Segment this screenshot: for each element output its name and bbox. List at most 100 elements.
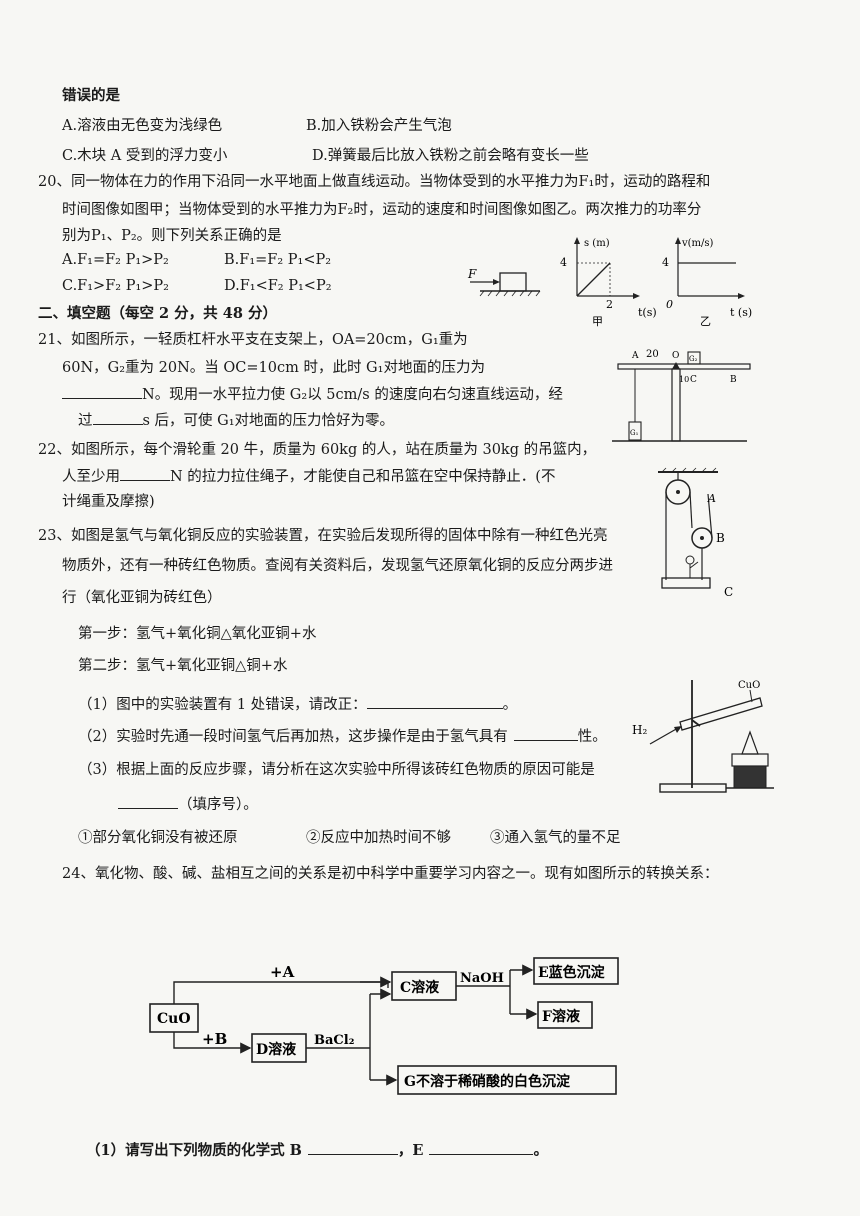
jia-y-tick: 4 bbox=[560, 256, 567, 269]
label-a: A bbox=[631, 351, 639, 361]
q23-choice-1: ①部分氧化铜没有被还原 bbox=[78, 830, 238, 846]
h2-label: H₂ bbox=[632, 723, 647, 737]
q20-option-d: D.F₁<F₂ P₁<P₂ bbox=[224, 278, 332, 294]
q22-line2: 人至少用 N 的拉力拉住绳子，才能使自己和吊篮在空中保持静止．(不 bbox=[62, 466, 555, 487]
g1-block bbox=[628, 421, 642, 441]
q23-sub2-post: 性。 bbox=[577, 729, 607, 745]
plus-b-label: +B bbox=[202, 1030, 227, 1048]
q24-flow-diagram: CuO +A C溶液 +B D溶液 BaCl₂ G不溶于稀硝酸的白色沉淀 NaO… bbox=[149, 957, 619, 1095]
q22-line2-pre: 人至少用 bbox=[62, 469, 120, 485]
q21-line4: 过 s 后，可使 G₁对地面的压力恰好为零。 bbox=[78, 410, 394, 431]
q21-line3: N。现用一水平拉力使 G₂以 5cm/s 的速度向右匀速直线运动，经 bbox=[62, 384, 563, 405]
yi-x-label: t (s) bbox=[730, 306, 752, 319]
q22-pulley-figure: A B C bbox=[658, 467, 733, 599]
q23-sub1: （1）图中的实验装置有 1 处错误，请改正： 。 bbox=[78, 694, 517, 715]
q20-option-a: A.F₁=F₂ P₁>P₂ bbox=[62, 252, 169, 268]
q23-blank-1[interactable] bbox=[366, 694, 503, 709]
label-b: B bbox=[716, 531, 725, 545]
q22-blank[interactable] bbox=[120, 466, 170, 481]
jia-line bbox=[576, 262, 611, 297]
q23-sub1-pre: （1）图中的实验装置有 1 处错误，请改正： bbox=[78, 697, 367, 713]
jia-x-tick: 2 bbox=[606, 298, 613, 311]
jia-x-label: t(s) bbox=[638, 306, 657, 319]
yi-origin: 0 bbox=[666, 298, 673, 311]
q23-line3: 行（氧化亚铜为砖红色） bbox=[62, 590, 222, 606]
q23-choice-3: ③通入氢气的量不足 bbox=[490, 830, 621, 846]
label-a: A bbox=[707, 492, 716, 505]
q21-line4-post: s 后，可使 G₁对地面的压力恰好为零。 bbox=[142, 413, 395, 429]
f-text: F溶液 bbox=[542, 1008, 581, 1025]
q24-blank-b[interactable] bbox=[307, 1140, 398, 1155]
block-icon bbox=[499, 272, 527, 292]
e-text: E蓝色沉淀 bbox=[538, 964, 606, 981]
q23-sub1-post: 。 bbox=[502, 697, 518, 713]
q22-line2-post: N 的拉力拉住绳子，才能使自己和吊篮在空中保持静止．(不 bbox=[170, 469, 556, 485]
q19-option-d: D.弹簧最后比放入铁粉之前会略有变长一些 bbox=[312, 148, 589, 164]
e-box bbox=[533, 957, 619, 985]
q20-line3: 别为P₁、P₂。则下列关系正确的是 bbox=[62, 228, 282, 244]
q24-sub1-pre: （1）请写出下列物质的化学式 B bbox=[86, 1142, 302, 1159]
label-20: 20 bbox=[646, 349, 659, 360]
g2-block bbox=[687, 351, 701, 365]
q24-sub1: （1）请写出下列物质的化学式 B ，E 。 bbox=[86, 1140, 548, 1161]
q23-apparatus-figure: H₂ CuO bbox=[632, 680, 774, 793]
q24-blank-e[interactable] bbox=[429, 1140, 534, 1155]
g-text: G不溶于稀硝酸的白色沉淀 bbox=[404, 1073, 571, 1090]
basket-icon bbox=[661, 577, 711, 589]
q23-sub2: （2）实验时先通一段时间氢气后再加热，这步操作是由于氢气具有 性。 bbox=[78, 726, 607, 747]
plus-a-label: +A bbox=[270, 963, 295, 981]
q23-step1: 第一步：氢气+氧化铜△氧化亚铜+水 bbox=[78, 626, 317, 642]
d-text: D溶液 bbox=[256, 1041, 297, 1058]
q23-step2: 第二步：氢气+氧化亚铜△铜+水 bbox=[78, 658, 288, 674]
q23-sub2-pre: （2）实验时先通一段时间氢气后再加热，这步操作是由于氢气具有 bbox=[78, 729, 508, 745]
q24-line1: 24、氧化物、酸、碱、盐相互之间的关系是初中科学中重要学习内容之一。现有如图所示… bbox=[62, 866, 719, 882]
q20-line2: 时间图像如图甲；当物体受到的水平推力为F₂时，运动的速度和时间图像如图乙。两次推… bbox=[62, 202, 702, 218]
flame-icon bbox=[741, 730, 759, 755]
q23-sub3: （3）根据上面的反应步骤，请分析在这次实验中所得该砖红色物质的原因可能是 bbox=[78, 762, 595, 778]
q24-sub1-mid: ，E bbox=[397, 1142, 424, 1159]
q23-sub3-post: （填序号）。 bbox=[178, 797, 258, 813]
label-g2: G₂ bbox=[689, 355, 698, 363]
q24-sub1-post: 。 bbox=[533, 1142, 548, 1159]
tube-icon bbox=[679, 697, 763, 731]
c-text: C溶液 bbox=[400, 979, 440, 996]
jia-y-label: s (m) bbox=[584, 238, 610, 249]
q20-option-c: C.F₁>F₂ P₁>P₂ bbox=[62, 278, 169, 294]
person-head-icon bbox=[685, 555, 695, 565]
q23-line1: 23、如图是氢气与氧化铜反应的实验装置，在实验后发现所得的固体中除有一种红色光亮 bbox=[38, 528, 608, 544]
yi-y-tick: 4 bbox=[662, 256, 669, 269]
q21-line1: 21、如图所示，一轻质杠杆水平支在支架上，OA=20cm，G₁重为 bbox=[38, 332, 468, 348]
q22-line1: 22、如图所示，每个滑轮重 20 牛，质量为 60kg 的人，站在质量为 30k… bbox=[38, 442, 597, 458]
label-c: C bbox=[690, 375, 697, 385]
q19-option-b: B.加入铁粉会产生气泡 bbox=[306, 118, 452, 134]
q19-option-c: C.木块 A 受到的浮力变小 bbox=[62, 148, 228, 164]
yi-y-label: v(m/s) bbox=[681, 238, 714, 249]
cuo-label: CuO bbox=[738, 680, 760, 691]
label-g1: G₁ bbox=[630, 429, 639, 437]
q21-blank-2[interactable] bbox=[92, 410, 143, 425]
q23-choice-2: ②反应中加热时间不够 bbox=[306, 830, 451, 846]
q23-sub3-answer: （填序号）。 bbox=[118, 794, 258, 815]
q19-stem-tail: 错误的是 bbox=[62, 87, 120, 104]
q21-line3-text: N。现用一水平拉力使 G₂以 5cm/s 的速度向右匀速直线运动，经 bbox=[142, 387, 563, 403]
q20-option-b: B.F₁=F₂ P₁<P₂ bbox=[224, 252, 332, 268]
q20-figure: F s (m) 4 2 t(s) 甲 v(m/s) 4 0 t (s) 乙 bbox=[467, 237, 752, 328]
q21-line2: 60N，G₂重为 20N。当 OC=10cm 时，此时 G₁对地面的压力为 bbox=[62, 360, 485, 376]
q19-option-a: A.溶液由无色变为浅绿色 bbox=[62, 118, 223, 134]
q23-blank-2[interactable] bbox=[513, 726, 578, 741]
g-box bbox=[397, 1065, 617, 1095]
q20-line1: 20、同一物体在力的作用下沿同一水平地面上做直线运动。当物体受到的水平推力为F₁… bbox=[38, 174, 711, 190]
naoh-label: NaOH bbox=[460, 971, 504, 986]
label-o: O bbox=[672, 351, 679, 361]
q23-blank-3[interactable] bbox=[118, 794, 178, 809]
label-c: C bbox=[724, 585, 733, 599]
bacl2-label: BaCl₂ bbox=[314, 1033, 354, 1048]
f-box bbox=[537, 1001, 593, 1029]
q21-blank-1[interactable] bbox=[62, 384, 142, 399]
section2-title: 二、填空题（每空 2 分，共 48 分） bbox=[38, 305, 277, 322]
cuo-text: CuO bbox=[157, 1011, 191, 1027]
jia-caption: 甲 bbox=[592, 315, 603, 328]
q23-line2: 物质外，还有一种砖红色物质。查阅有关资料后，发现氢气还原氧化铜的反应分两步进 bbox=[62, 558, 613, 574]
label-10: 10 bbox=[679, 375, 689, 384]
q21-line4-pre: 过 bbox=[78, 413, 93, 429]
